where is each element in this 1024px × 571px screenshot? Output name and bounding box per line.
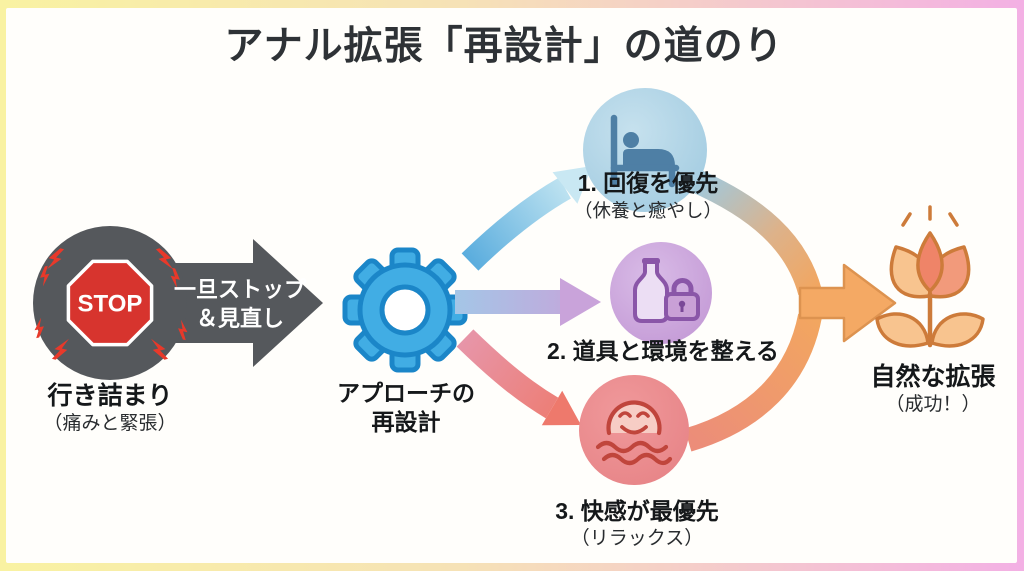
hub-line2: 再設計 (371, 408, 441, 435)
goal-label-text: 自然な拡張 (870, 363, 996, 391)
transition-arrow-label: 一旦ストップ ＆見直し (174, 276, 306, 333)
branch2-label-text: 2. 道具と環境を整える (547, 338, 779, 364)
merge-arrow-bottom (684, 313, 822, 452)
bottle-icon (633, 258, 669, 323)
transition-line1: 一旦ストップ (173, 277, 307, 302)
branch1-label-text: 1. 回復を優先 (577, 170, 719, 196)
branch3-sublabel-text: （リラックス） (570, 527, 704, 549)
merge-arrow (684, 169, 897, 452)
branch2-label: 2. 道具と環境を整える (547, 338, 779, 366)
start-label-text: 行き詰まり (47, 382, 173, 410)
branch-arrow-1 (461, 166, 592, 271)
branch3-node (579, 375, 689, 485)
start-node-label: 行き詰まり （痛みと緊張） (43, 381, 176, 436)
transition-arrow (150, 239, 323, 367)
branch1-label: 1. 回復を優先 （休養と癒やし） (574, 170, 722, 222)
goal-label: 自然な拡張 （成功！） (870, 362, 995, 417)
merge-arrow-top (689, 169, 822, 296)
hub-line1: アプローチの (337, 380, 475, 406)
branch3-label-text: 3. 快感が最優先 (555, 498, 719, 524)
branch-arrow-2 (455, 278, 601, 326)
stop-sign: STOP (66, 259, 154, 347)
gear-icon (342, 247, 468, 373)
branch2-node (610, 242, 712, 344)
hub-label: アプローチの 再設計 (337, 379, 475, 437)
flower-icon (875, 205, 985, 348)
goal-sublabel-text: （成功！） (885, 394, 981, 415)
branch-arrow-3 (456, 329, 581, 426)
branch1-sublabel-text: （休養と癒やし） (573, 199, 723, 221)
stop-sign-text: STOP (78, 291, 143, 318)
branch3-label: 3. 快感が最優先 （リラックス） (555, 498, 719, 550)
start-node: STOP (32, 226, 190, 380)
lock-icon (664, 278, 700, 321)
sparkle-icon (901, 205, 959, 227)
branch1-node (583, 88, 707, 212)
transition-line2: ＆見直し (195, 305, 285, 331)
start-sublabel-text: （痛みと緊張） (43, 413, 177, 434)
bed-icon (610, 114, 680, 188)
relaxed-face-icon (595, 400, 673, 466)
merge-arrowhead (798, 263, 897, 343)
page-title: アナル拡張「再設計」の道のり (224, 25, 784, 68)
